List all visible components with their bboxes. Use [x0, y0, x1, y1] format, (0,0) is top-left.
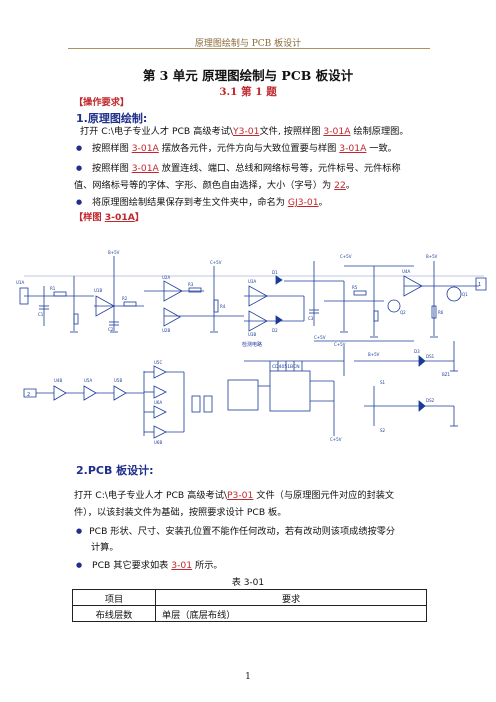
- part-label: R5: [352, 285, 358, 290]
- table-header-cell: 项目: [72, 589, 156, 606]
- power-label: C+5V: [334, 342, 346, 347]
- bullet-wiring-line2: 值、网络标号等的字体、字形、颜色自由选择，大小（字号）为 22。: [74, 180, 356, 191]
- table-header-cell: 要求: [155, 589, 427, 606]
- part-label: DS1: [426, 354, 435, 359]
- chip-label: CD4051BCN: [272, 364, 300, 370]
- power-label: C+5V: [330, 437, 342, 442]
- bullet-pcb-shape: PCB 形状、尺寸、安装孔位置不能作任何改动，若有改动则该项成绩按零分: [76, 525, 395, 538]
- power-label: B+5V: [426, 254, 438, 259]
- requirements-table: 项目 要求 布线层数 单层（底层布线）: [72, 589, 427, 622]
- part-label: U6B: [154, 440, 162, 445]
- bullet-pcb-other: PCB 其它要求如表 3-01 所示。: [76, 559, 223, 572]
- section2-paragraph-line2: 件），以该封装文件为基础，按照要求设计 PCB 板。: [74, 507, 287, 518]
- part-label: D2: [272, 328, 278, 333]
- part-label: DS2: [426, 398, 435, 403]
- requirements-label: 【操作要求】: [74, 97, 130, 108]
- table-cell: 布线层数: [72, 605, 156, 622]
- sample-ref: 3-01A: [323, 126, 351, 137]
- file-name-y3-01: Y3-01: [232, 126, 260, 137]
- part-label: U3A: [248, 279, 256, 284]
- sample-figure-label: 【样图 3-01A】: [74, 212, 145, 223]
- part-label: R3: [188, 282, 194, 287]
- part-label: C2: [108, 327, 114, 332]
- header-rule: [68, 48, 430, 49]
- port-label: 2: [27, 392, 30, 398]
- part-label: U5B: [114, 378, 122, 383]
- running-header: 原理图绘制与 PCB 板设计: [194, 39, 302, 49]
- file-name-p3-01: P3-01: [226, 490, 254, 501]
- table-row: 布线层数 单层（底层布线）: [72, 605, 427, 622]
- part-label: D1: [272, 270, 278, 275]
- question-subtitle: 3.1 第 1 题: [219, 86, 277, 98]
- section2-paragraph: 打开 C:\电子专业人才 PCB 高级考试\P3-01 文件（与原理图元件对应的…: [74, 490, 395, 501]
- part-label: U5A: [84, 378, 92, 383]
- part-label: BZ1: [442, 372, 450, 377]
- table-caption: 表 3-01: [231, 578, 265, 588]
- part-label: S1: [380, 380, 386, 385]
- table-cell: 单层（底层布线）: [155, 605, 427, 622]
- power-label: B+5V: [368, 352, 380, 357]
- part-label: U4B: [54, 378, 62, 383]
- bullet-pcb-shape-line2: 计算。: [91, 542, 119, 553]
- part-label: R1: [50, 286, 56, 291]
- part-label: C3: [308, 316, 314, 321]
- part-label: U1A: [16, 280, 24, 285]
- part-label: R6: [438, 310, 444, 315]
- power-label: B+5V: [108, 250, 120, 255]
- part-label: S2: [380, 428, 386, 433]
- part-label: U1B: [94, 288, 102, 293]
- part-label: R2: [122, 296, 128, 301]
- port-label: 1: [478, 282, 481, 288]
- part-label: Q1: [462, 292, 468, 297]
- net-label-check: 检测电路: [242, 341, 262, 348]
- table-header-row: 项目 要求: [72, 589, 427, 606]
- bullet-save: 将原理图绘制结果保存到考生文件夹中，命名为 GJ3-01。: [76, 196, 328, 209]
- part-label: U2B: [162, 328, 170, 333]
- section1-heading: 1.原理图绘制:: [76, 112, 148, 125]
- part-label: D3: [414, 349, 420, 354]
- power-label: C+5V: [314, 335, 326, 340]
- schematic-diagram: B+5V B+5V C+5V C+5V C+5V C+5V B+5V C+5V …: [16, 250, 487, 445]
- bullet-place-parts: 按照样图 3-01A 摆放各元件，元件方向与大致位置要与样图 3-01A 一致。: [76, 142, 397, 155]
- part-label: Q2: [400, 310, 406, 315]
- part-label: C1: [38, 312, 44, 317]
- power-label: C+5V: [340, 254, 352, 259]
- section2-heading: 2.PCB 板设计:: [76, 464, 154, 477]
- section1-paragraph: 打开 C:\电子专业人才 PCB 高级考试\Y3-01文件, 按照样图 3-01…: [80, 126, 409, 137]
- part-label: R4: [220, 304, 226, 309]
- part-label: U3B: [248, 332, 256, 337]
- page-number: 1: [245, 672, 251, 682]
- part-label: U5C: [154, 360, 162, 365]
- bullet-wiring: 按照样图 3-01A 放置连线、端口、总线和网络标号等，元件标号、元件标称: [76, 162, 401, 175]
- part-label: U4A: [402, 269, 410, 274]
- part-label: U6A: [154, 400, 162, 405]
- power-label: C+5V: [210, 260, 222, 265]
- unit-title: 第 3 单元 原理图绘制与 PCB 板设计: [142, 68, 354, 83]
- part-label: U2A: [162, 275, 170, 280]
